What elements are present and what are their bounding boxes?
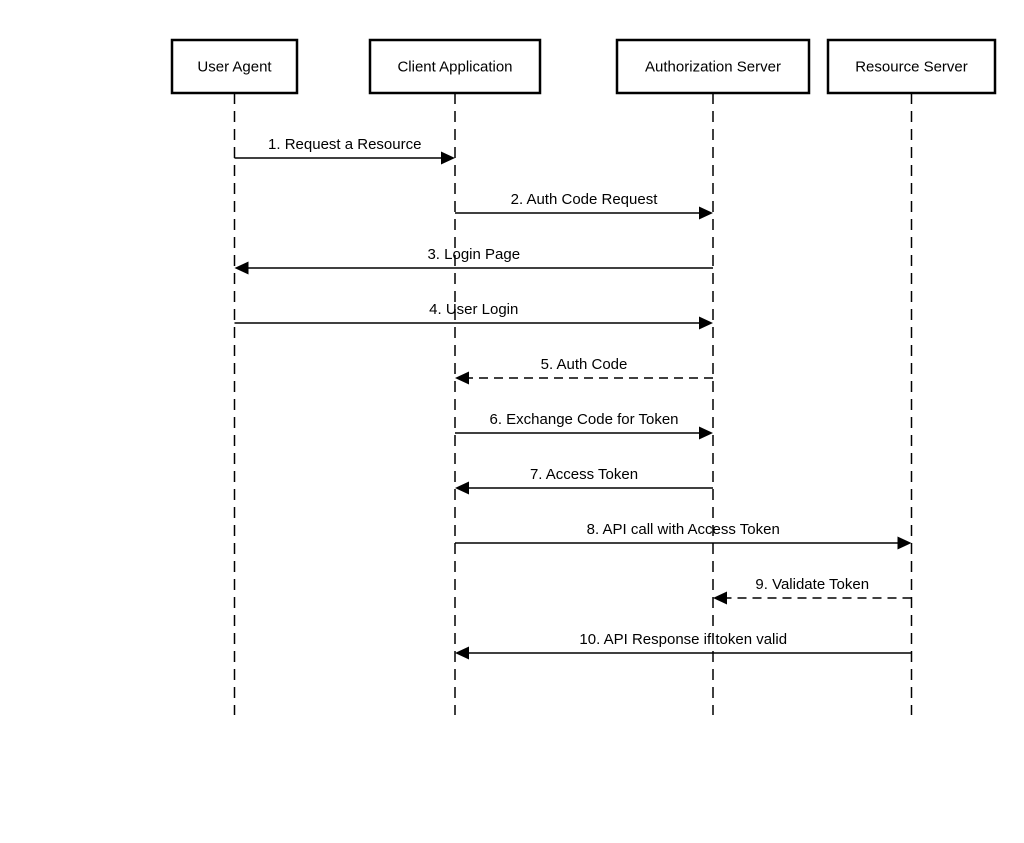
message-label: 2. Auth Code Request [511, 191, 659, 208]
message-label: 6. Exchange Code for Token [489, 411, 678, 428]
message-label: 10. API Response if token valid [579, 631, 787, 648]
actor-label: User Agent [197, 59, 272, 76]
message-label: 7. Access Token [530, 466, 638, 483]
message-label: 1. Request a Resource [268, 136, 421, 153]
message-label: 3. Login Page [427, 246, 520, 263]
actor-resource-server: Resource Server [826, 38, 997, 95]
message-label: 4. User Login [429, 301, 518, 318]
arrow-head-icon [897, 536, 912, 550]
message-5: 5. Auth Code [455, 356, 713, 385]
arrow-head-icon [234, 261, 249, 275]
actor-label: Client Application [397, 59, 512, 76]
actor-box [170, 38, 299, 95]
message-label: 5. Auth Code [541, 356, 628, 373]
arrow-head-icon [455, 371, 469, 385]
message-3: 3. Login Page [234, 246, 713, 275]
arrow-head-icon [699, 206, 713, 220]
actor-client-application: Client Application [368, 38, 542, 95]
message-4: 4. User Login [234, 301, 713, 330]
arrow-head-icon [699, 426, 713, 440]
actor-label: Authorization Server [645, 59, 781, 76]
lifelines [233, 93, 913, 715]
actor-boxes: User Agent Client Application Authorizatio… [170, 38, 997, 95]
arrow-head-icon [455, 646, 469, 660]
message-9: 9. Validate Token [713, 576, 912, 605]
actor-box [368, 38, 542, 95]
message-label: 8. API call with Access Token [587, 521, 780, 538]
message-7: 7. Access Token [455, 466, 713, 495]
actor-box [826, 38, 997, 95]
actor-box [615, 38, 811, 95]
arrow-head-icon [713, 591, 727, 605]
message-1: 1. Request a Resource [234, 136, 455, 165]
arrow-head-icon [455, 481, 469, 495]
message-6: 6. Exchange Code for Token [455, 411, 713, 440]
message-2: 2. Auth Code Request [455, 191, 713, 220]
actor-label: Resource Server [855, 59, 968, 76]
actor-user-agent: User Agent [170, 38, 299, 95]
arrow-head-icon [441, 151, 455, 165]
message-10: 10. API Response if token valid [455, 631, 912, 660]
message-label: 9. Validate Token [755, 576, 869, 593]
arrow-head-icon [699, 316, 713, 330]
messages: 1. Request a Resource 2. Auth Code Reques… [234, 136, 912, 660]
message-8: 8. API call with Access Token [455, 521, 912, 550]
actor-authorization-server: Authorization Server [615, 38, 811, 95]
